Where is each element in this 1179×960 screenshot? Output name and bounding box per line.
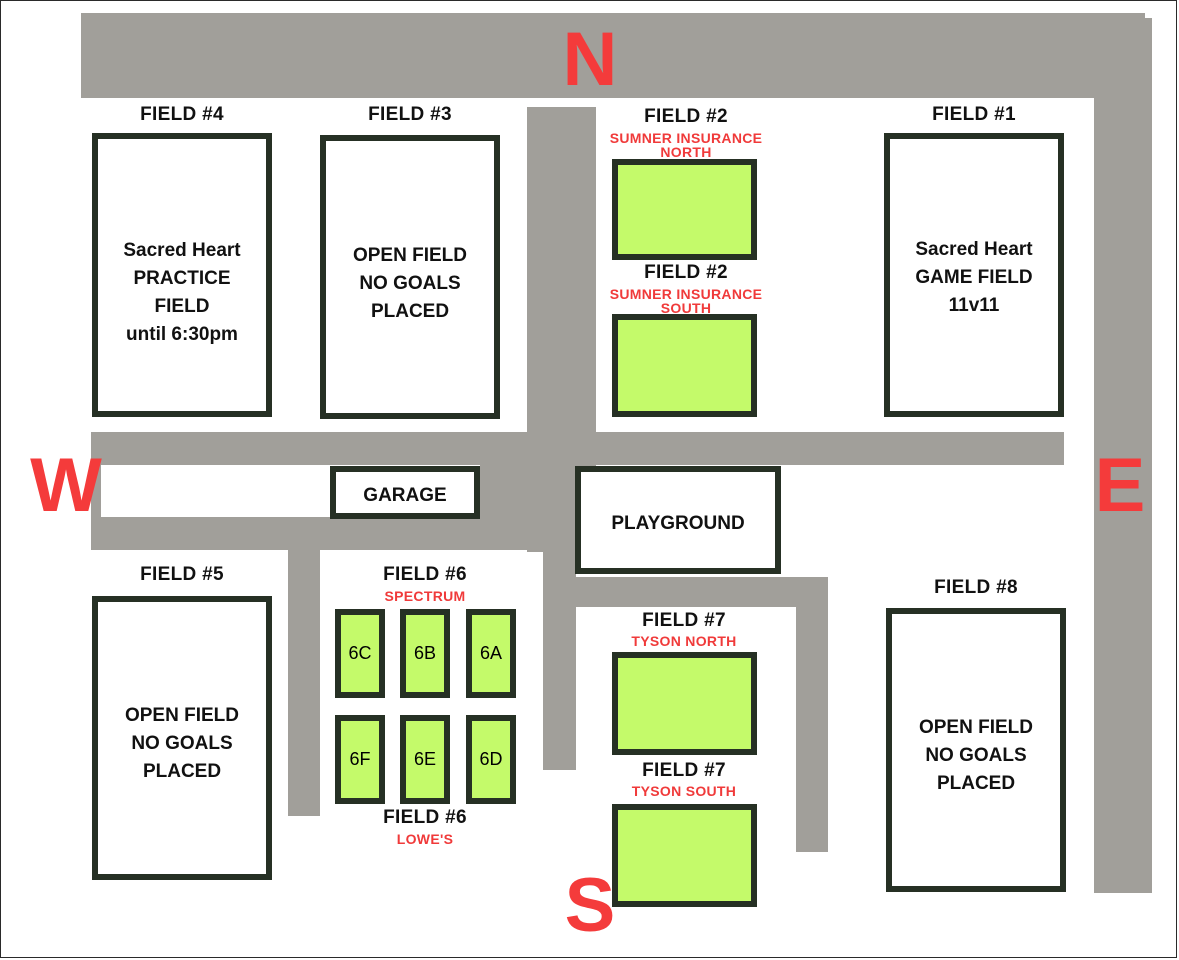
field-4-title: FIELD #4	[140, 104, 224, 125]
road-west-south	[288, 550, 320, 816]
field-7-north[interactable]	[612, 652, 757, 755]
road-west-loop	[91, 517, 561, 550]
field-3-line-1: OPEN FIELD	[352, 245, 467, 266]
road-middle-horizontal	[91, 432, 1064, 465]
field-6-bottom-title: FIELD #6	[383, 807, 467, 828]
field-6f-label: 6F	[349, 749, 371, 769]
compass-south: S	[564, 863, 616, 948]
road-south-connector	[561, 577, 828, 607]
road-garage-area	[480, 465, 561, 517]
road-west-middle	[91, 465, 101, 517]
field-6e-label: 6E	[413, 749, 437, 769]
field-4-line-1: Sacred Heart	[123, 240, 241, 261]
field-7-south-title: FIELD #7	[642, 760, 726, 781]
field-2-north-title: FIELD #2	[644, 106, 728, 127]
field-2-north[interactable]	[612, 159, 757, 260]
playground-label: PLAYGROUND	[611, 513, 745, 534]
field-8-title: FIELD #8	[934, 577, 1018, 598]
field-3-line-2: NO GOALS	[359, 273, 461, 294]
compass-west: W	[30, 443, 102, 528]
field-6c-label: 6C	[348, 643, 372, 663]
field-6c[interactable]: 6C	[335, 609, 385, 698]
road-east	[1094, 18, 1152, 893]
field-2-north-sponsor: SUMNER INSURANCE NORTH	[609, 130, 763, 160]
field-5-line-2: NO GOALS	[131, 733, 233, 754]
garage-label: GARAGE	[363, 485, 447, 506]
field-6e[interactable]: 6E	[400, 715, 450, 804]
field-4-line-3: FIELD	[154, 296, 210, 317]
compass-north: N	[562, 17, 618, 102]
field-4[interactable]: Sacred Heart PRACTICE FIELD until 6:30pm	[92, 133, 272, 417]
field-1-line-1: Sacred Heart	[915, 239, 1033, 260]
field-7-south[interactable]	[612, 804, 757, 907]
field-2-south-sponsor: SUMNER INSURANCE SOUTH	[609, 286, 763, 316]
field-6-bottom-sponsor: LOWE'S	[396, 831, 454, 847]
field-6a-label: 6A	[479, 643, 503, 663]
field-6-top-title: FIELD #6	[383, 564, 467, 585]
field-6b-label: 6B	[413, 643, 437, 663]
field-3-line-3: PLACED	[370, 301, 450, 322]
field-6d[interactable]: 6D	[466, 715, 516, 804]
field-5[interactable]: OPEN FIELD NO GOALS PLACED	[92, 596, 272, 880]
field-5-title: FIELD #5	[140, 564, 224, 585]
field-4-line-4: until 6:30pm	[126, 324, 238, 345]
field-1-line-2: GAME FIELD	[915, 267, 1033, 288]
field-1[interactable]: Sacred Heart GAME FIELD 11v11	[884, 133, 1064, 417]
road-north	[81, 13, 1145, 98]
field-2-south-title: FIELD #2	[644, 262, 728, 283]
field-5-line-1: OPEN FIELD	[124, 705, 239, 726]
playground[interactable]: PLAYGROUND	[575, 466, 781, 574]
field-6f[interactable]: 6F	[335, 715, 385, 804]
field-6b[interactable]: 6B	[400, 609, 450, 698]
field-1-line-3: 11v11	[948, 295, 1000, 316]
field-8-line-1: OPEN FIELD	[918, 717, 1033, 738]
road-field7-east	[796, 577, 828, 852]
field-6-top-sponsor: SPECTRUM	[384, 588, 466, 604]
field-8-line-3: PLACED	[936, 773, 1016, 794]
field-1-title: FIELD #1	[932, 104, 1016, 125]
field-7-north-sponsor: TYSON NORTH	[631, 633, 737, 649]
field-7-south-sponsor: TYSON SOUTH	[631, 783, 737, 799]
field-3[interactable]: OPEN FIELD NO GOALS PLACED	[320, 135, 500, 419]
garage[interactable]: GARAGE	[330, 466, 480, 519]
field-2-south[interactable]	[612, 314, 757, 417]
field-8-line-2: NO GOALS	[925, 745, 1027, 766]
field-6d-label: 6D	[479, 749, 503, 769]
field-7-north-title: FIELD #7	[642, 610, 726, 631]
field-8[interactable]: OPEN FIELD NO GOALS PLACED	[886, 608, 1066, 892]
field-5-line-3: PLACED	[142, 761, 222, 782]
field-3-title: FIELD #3	[368, 104, 452, 125]
field-4-line-2: PRACTICE	[133, 268, 231, 289]
field-6a[interactable]: 6A	[466, 609, 516, 698]
compass-east: E	[1094, 443, 1146, 528]
